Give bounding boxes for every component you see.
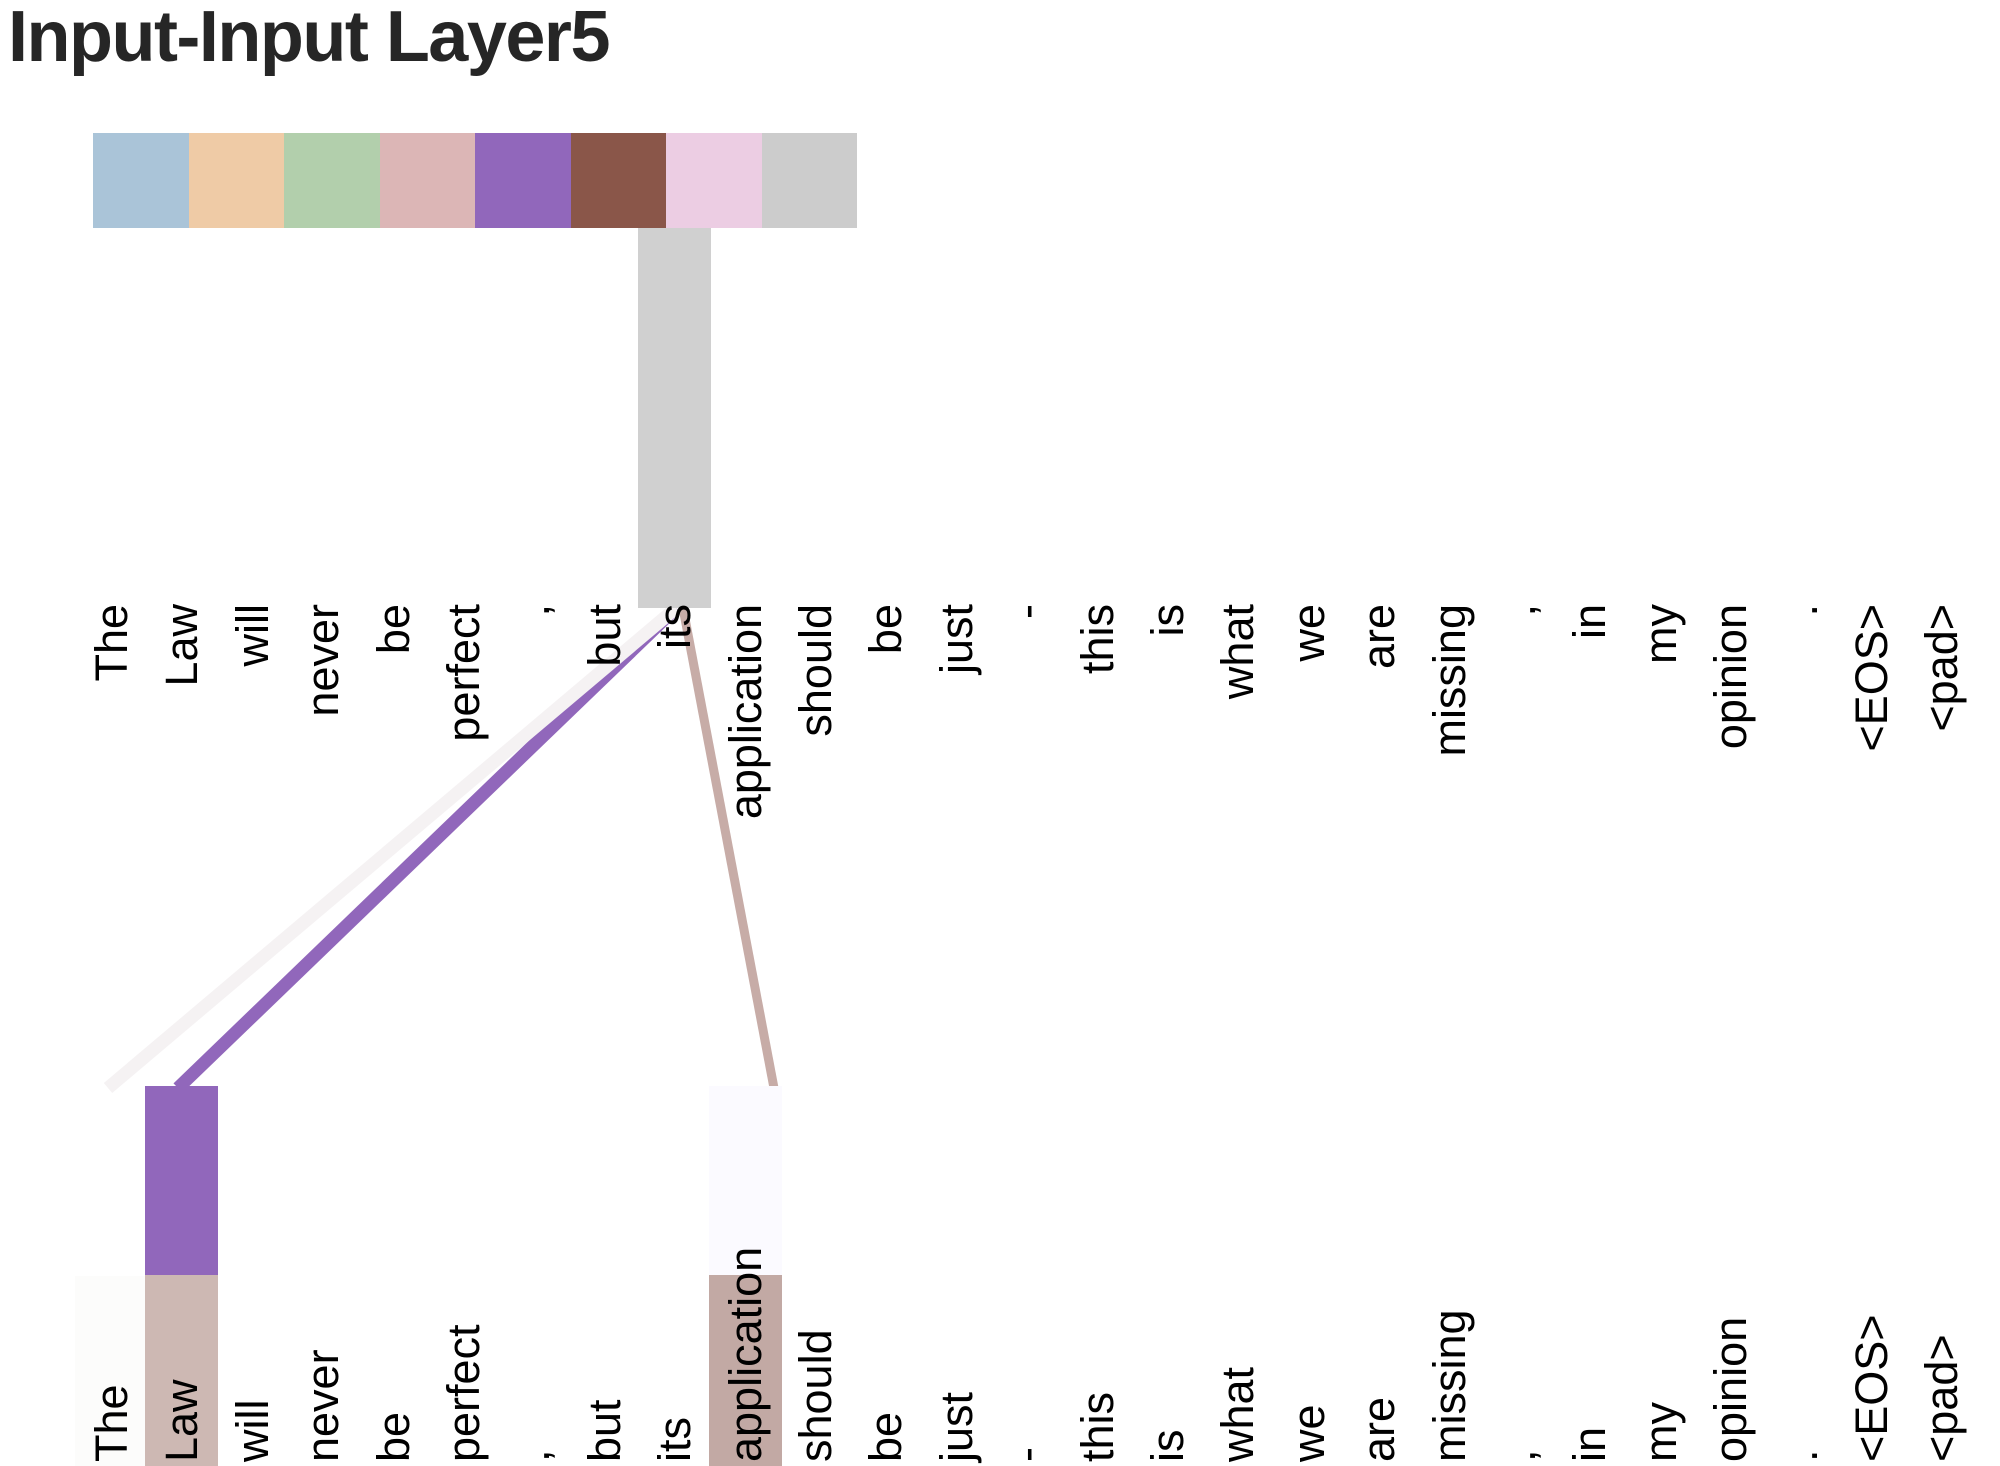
- token-label: application: [719, 1246, 771, 1462]
- target-token-its-8[interactable]: its: [638, 0, 711, 1466]
- token-label: ,: [508, 1449, 560, 1462]
- attention-bar-The-0: [75, 1276, 148, 1466]
- target-token--24[interactable]: .: [1765, 0, 1838, 1466]
- legend-swatch-head-3[interactable]: [284, 133, 380, 228]
- token-label: my: [1634, 1402, 1686, 1462]
- token-label: this: [1071, 1391, 1123, 1462]
- target-token-this-14[interactable]: this: [1061, 0, 1134, 1466]
- token-label: .: [1775, 1449, 1827, 1462]
- token-label: we: [1282, 1404, 1334, 1462]
- legend-swatch-head-7[interactable]: [666, 133, 762, 228]
- attention-bar-Law-1: [145, 1275, 219, 1466]
- token-label: should: [790, 1329, 841, 1462]
- token-label: but: [578, 1399, 630, 1462]
- target-token-are-18[interactable]: are: [1342, 0, 1415, 1466]
- target-token-be-4[interactable]: be: [357, 0, 430, 1466]
- token-label: never: [297, 1349, 349, 1462]
- token-label: are: [1353, 1396, 1405, 1462]
- target-token-pad-26[interactable]: <pad>: [1905, 0, 1978, 1466]
- page-title: Input-Input Layer5: [8, 0, 611, 77]
- target-token-in-21[interactable]: in: [1553, 0, 1626, 1466]
- attention-bar-application-0: [708, 1086, 782, 1275]
- target-token-The-0[interactable]: The: [75, 0, 148, 1466]
- legend-swatch-head-5[interactable]: [475, 133, 571, 228]
- token-label: be: [367, 1411, 419, 1462]
- target-token--20[interactable]: ,: [1483, 0, 1556, 1466]
- token-label: be: [860, 1411, 912, 1462]
- target-token-will-2[interactable]: will: [216, 0, 289, 1466]
- target-token-is-15[interactable]: is: [1131, 0, 1204, 1466]
- legend-swatch-head-1[interactable]: [93, 133, 189, 228]
- token-label: in: [1564, 1426, 1616, 1462]
- target-token-we-17[interactable]: we: [1272, 0, 1345, 1466]
- legend-swatch-head-6[interactable]: [570, 133, 666, 228]
- token-label: is: [1142, 1429, 1193, 1463]
- attention-bar-its-0: [638, 228, 712, 608]
- token-label: The: [86, 1384, 137, 1462]
- target-token-be-11[interactable]: be: [849, 0, 922, 1466]
- token-label: what: [1212, 1366, 1264, 1462]
- legend-swatch-head-2[interactable]: [188, 133, 284, 228]
- legend-swatch-head-4[interactable]: [379, 133, 475, 228]
- token-label: just: [930, 1391, 982, 1462]
- token-label: missing: [1423, 1309, 1475, 1462]
- attention-bar-Law-0: [145, 1086, 219, 1275]
- target-token-opinion-23[interactable]: opinion: [1694, 0, 1767, 1466]
- target-token-my-22[interactable]: my: [1624, 0, 1697, 1466]
- token-label: its: [649, 1417, 701, 1462]
- target-token--13[interactable]: -: [990, 0, 1063, 1466]
- target-token-should-10[interactable]: should: [779, 0, 852, 1466]
- target-token-Law-1[interactable]: Law: [145, 0, 219, 1466]
- target-token-application-9[interactable]: application: [708, 0, 782, 1466]
- token-label: opinion: [1705, 1316, 1757, 1462]
- token-label: Law: [156, 1379, 208, 1462]
- legend-swatch-head-8[interactable]: [761, 133, 857, 228]
- token-label: ,: [1494, 1449, 1545, 1462]
- target-token-perfect-5[interactable]: perfect: [427, 0, 500, 1466]
- attention-bar-application-1: [708, 1275, 782, 1466]
- token-label: -: [1001, 1447, 1053, 1462]
- target-token-but-7[interactable]: but: [568, 0, 641, 1466]
- target-token-EOS-25[interactable]: <EOS>: [1835, 0, 1908, 1466]
- target-token-missing-19[interactable]: missing: [1413, 0, 1486, 1466]
- target-token-what-16[interactable]: what: [1201, 0, 1274, 1466]
- target-token--6[interactable]: ,: [497, 0, 570, 1466]
- attention-head-color-legend[interactable]: [93, 133, 857, 228]
- target-token-just-12[interactable]: just: [920, 0, 993, 1466]
- token-label: <pad>: [1916, 1334, 1968, 1462]
- target-token-never-3[interactable]: never: [286, 0, 359, 1466]
- token-label: will: [226, 1399, 278, 1463]
- token-label: <EOS>: [1846, 1314, 1897, 1462]
- token-label: perfect: [438, 1324, 489, 1462]
- source-token-its-8[interactable]: its: [638, 0, 712, 1466]
